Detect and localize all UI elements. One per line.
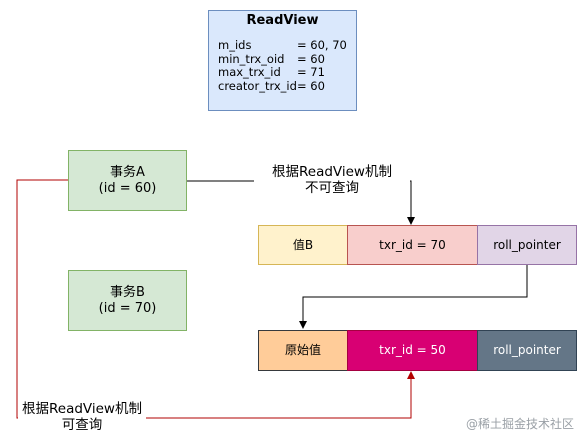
transaction-a-name: 事务A: [110, 164, 145, 180]
readview-key: min_trx_oid: [218, 51, 285, 66]
readview-key: max_trx_id: [218, 65, 281, 79]
edge-roll-pointer: [299, 265, 528, 329]
watermark: @稀土掘金技术社区: [465, 417, 574, 431]
edge-b-label-line1: 根据ReadView机制: [22, 401, 142, 417]
edge-b-label-line2: 可查询: [61, 417, 103, 433]
record-old-value-cell: 原始值: [258, 330, 348, 371]
transaction-b-id: (id = 70): [98, 300, 157, 316]
record-new-roll-pointer-cell: roll_pointer: [477, 225, 577, 265]
edge-a-label-line2: 不可查询: [305, 180, 359, 196]
record-new-trx-cell: txr_id = 70: [347, 225, 478, 265]
record-old-trx-cell: txr_id = 50: [347, 330, 478, 371]
edge-a-to-old-record: [16, 179, 415, 419]
readview-value: = 71: [297, 65, 325, 79]
edge-a-label-line1: 根据ReadView机制: [272, 164, 392, 180]
readview-key: m_ids: [218, 38, 252, 52]
transaction-a-id: (id = 60): [98, 180, 157, 196]
readview-value: = 60: [297, 51, 325, 66]
readview-box: ReadView m_ids = 60, 70 min_trx_oid = 60…: [208, 10, 357, 111]
readview-value: = 60: [297, 78, 325, 93]
edge-b-label: 根据ReadView机制 可查询: [18, 401, 146, 433]
record-old-roll-pointer-cell: roll_pointer: [477, 330, 577, 371]
transaction-b-name: 事务B: [110, 284, 145, 300]
transaction-a-box: 事务A (id = 60): [68, 150, 187, 211]
edge-a-label: 根据ReadView机制 不可查询: [254, 164, 410, 196]
transaction-b-box: 事务B (id = 70): [68, 270, 187, 331]
readview-title: ReadView: [246, 13, 319, 28]
readview-key: creator_trx_id: [218, 78, 297, 93]
readview-value: = 60, 70: [297, 38, 347, 52]
record-new-value-cell: 值B: [258, 225, 348, 265]
